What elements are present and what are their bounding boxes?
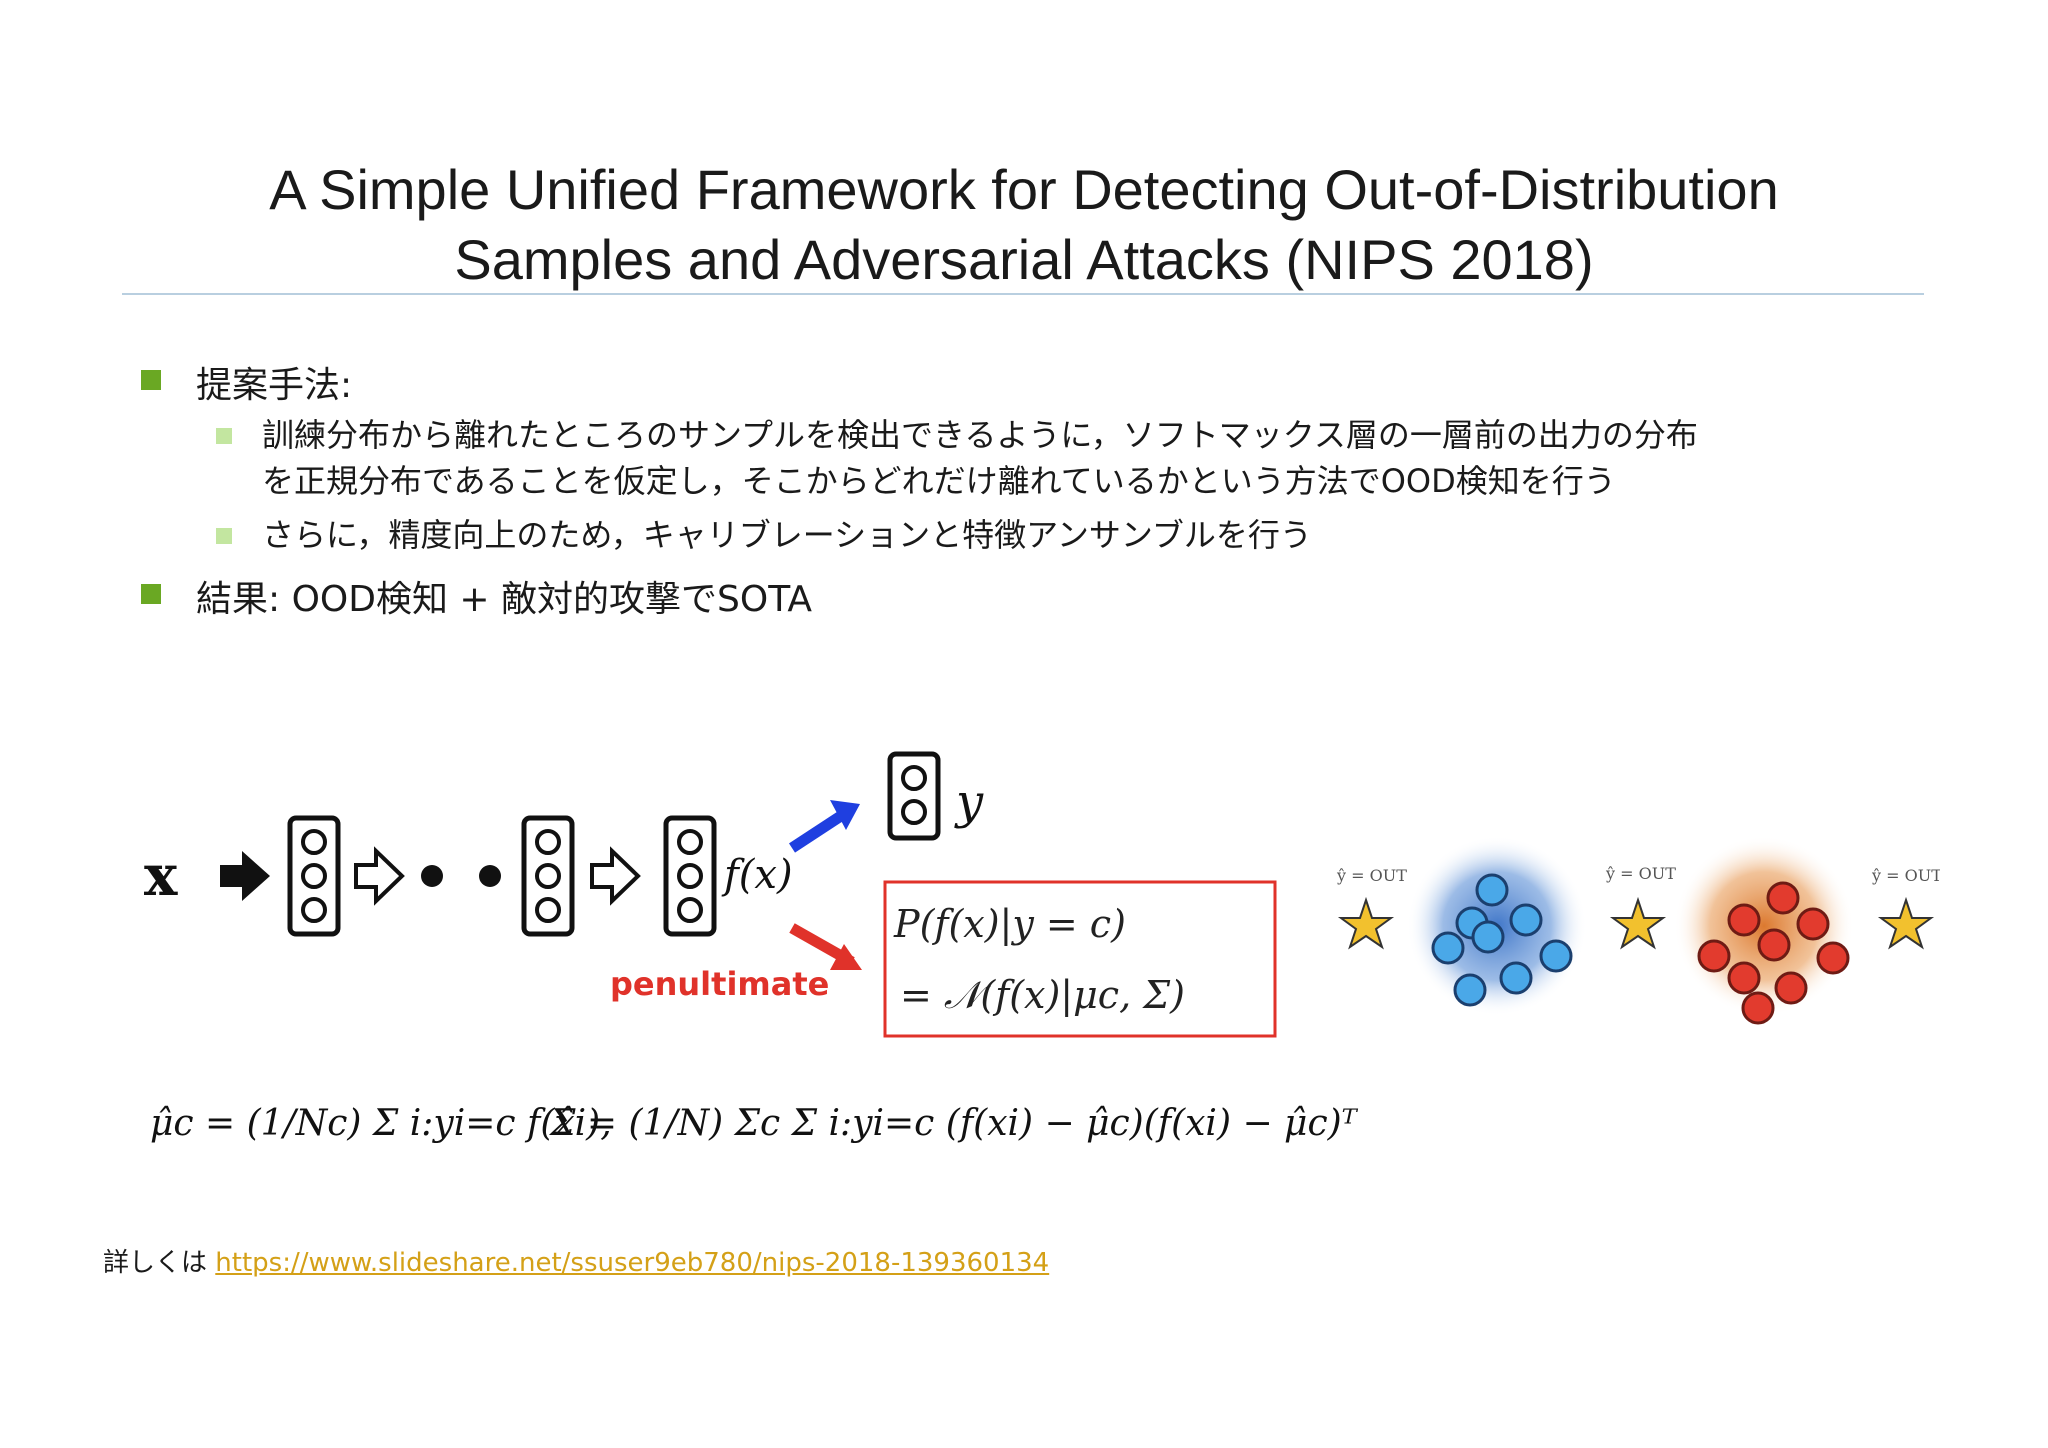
- network-layer-icon: [521, 815, 575, 937]
- gda-line-2: = 𝒩(f(x)|μc, Σ): [900, 973, 1185, 1017]
- formula-covariance: Σ̂ = (1/N) Σc Σ i:yi=c (f(xi) − μ̂c)(f(x…: [548, 1103, 1359, 1144]
- output-y-label: y: [954, 774, 984, 830]
- penultimate-layer-icon: [663, 815, 717, 937]
- ood-star-icon: [1877, 896, 1935, 950]
- sub-bullet-method-1-line1: 訓練分布から離れたところのサンプルを検出できるように，ソフトマックス層の一層前の…: [262, 416, 1698, 454]
- footer-prefix: 詳しくは: [103, 1248, 208, 1278]
- network-layer-icon: [287, 815, 341, 937]
- method-figure: x f(x) penultimate y: [144, 751, 1940, 1144]
- input-arrow-icon: [220, 851, 270, 901]
- ood-star-icon: [1337, 896, 1395, 950]
- bullet-square-icon: [141, 370, 161, 390]
- feature-fx-label: f(x): [721, 852, 793, 898]
- sub-bullet-square-icon: [216, 428, 232, 444]
- ood-tag-2: ŷ = OUT: [1605, 864, 1676, 883]
- gda-formula-box: [883, 880, 1277, 1038]
- bullet-method: 提案手法:: [196, 365, 353, 406]
- gda-arrow-icon: [789, 923, 862, 970]
- penultimate-label: penultimate: [610, 965, 829, 1003]
- slide-title: A Simple Unified Framework for Detecting…: [0, 155, 2048, 295]
- bullet-square-icon: [141, 584, 161, 604]
- red-cluster-points: [1697, 881, 1850, 1025]
- input-x-label: x: [144, 843, 178, 909]
- ood-tag-1: ŷ = OUT: [1336, 866, 1407, 885]
- sub-bullet-method-1: 訓練分布から離れたところのサンプルを検出できるように，ソフトマックス層の一層前の…: [262, 412, 1698, 504]
- hollow-arrow-icon: [354, 846, 405, 906]
- slideshare-link[interactable]: https://www.slideshare.net/ssuser9eb780/…: [215, 1248, 1050, 1278]
- gda-line-1: P(f(x)|y = c): [893, 902, 1126, 946]
- classifier-arrow-icon: [788, 800, 860, 853]
- ellipsis-dot-icon: [421, 865, 443, 887]
- output-layer-icon: [887, 751, 941, 841]
- ood-star-icon: [1609, 896, 1667, 950]
- ellipsis-dot-icon: [479, 865, 501, 887]
- blue-cluster-points: [1431, 873, 1573, 1007]
- title-divider: [122, 293, 1924, 295]
- bullet-result: 結果: OOD検知 + 敵対的攻撃でSOTA: [196, 579, 813, 620]
- hollow-arrow-icon: [590, 846, 641, 906]
- footer-reference: 詳しくは https://www.slideshare.net/ssuser9e…: [103, 1242, 1049, 1279]
- sub-bullet-method-2: さらに，精度向上のため，キャリブレーションと特徴アンサンブルを行う: [262, 516, 1312, 554]
- ood-tag-3: ŷ = OUT: [1871, 866, 1940, 885]
- sub-bullet-square-icon: [216, 528, 232, 544]
- sub-bullet-method-1-line2: を正規分布であることを仮定し，そこからどれだけ離れているかという方法でOOD検知…: [262, 462, 1616, 500]
- title-line-1: A Simple Unified Framework for Detecting…: [269, 158, 1779, 221]
- formula-mean: μ̂c = (1/Nc) Σ i:yi=c f(xi),: [150, 1103, 612, 1144]
- title-line-2: Samples and Adversarial Attacks (NIPS 20…: [454, 228, 1594, 291]
- cluster-illustration: ŷ = OUT ŷ = OUT ŷ = OUT: [1336, 836, 1940, 1025]
